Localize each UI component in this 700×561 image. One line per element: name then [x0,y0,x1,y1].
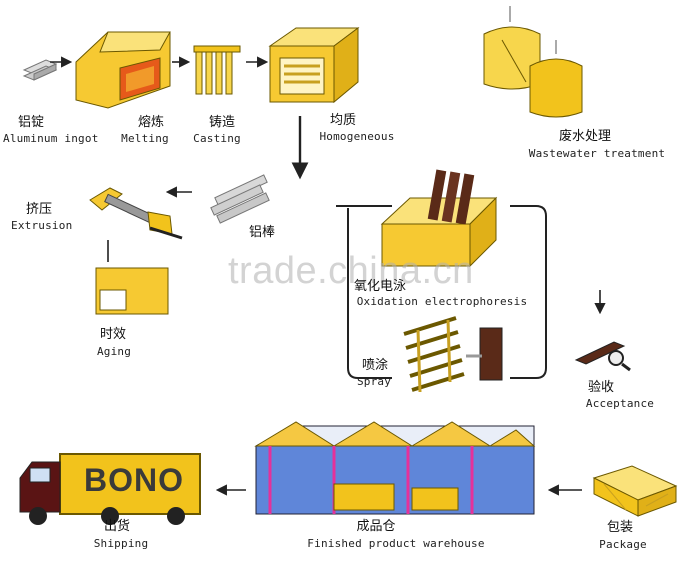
label-spray-zh: 喷涂 [361,358,389,373]
label-spray-en: Spray [356,375,392,388]
spray-rack-icon [403,316,503,393]
homogenizing-furnace-icon [268,27,360,104]
label-wastewater-zh: 废水处理 [558,129,612,144]
watermark-text: trade.china.cn [228,250,474,292]
label-acceptance-en: Acceptance [585,397,655,410]
wastewater-tanks-icon [483,6,583,118]
casting-rods-icon [193,45,241,95]
label-warehouse-zh: 成品仓 [356,519,396,534]
label-acceptance-zh: 验收 [587,380,615,395]
label-homogeneous-en: Homogeneous [319,130,395,143]
label-melting-en: Melting [121,132,169,145]
warehouse-building-icon [254,421,536,515]
label-shipping-zh: 出货 [103,519,131,534]
melting-furnace-icon [75,31,171,109]
truck-brand-text: BONO [84,462,184,498]
label-homogeneous-zh: 均质 [329,113,357,128]
label-oxidation-zh: 氧化电泳 [353,279,407,294]
aluminum-bar-bundle-icon [210,174,270,224]
aging-oven-icon [95,267,169,315]
aluminum-ingot-icon [22,59,58,81]
oxidation-tank-icon [380,169,498,268]
process-loop-frame [336,205,547,379]
label-extrusion-en: Extrusion [11,219,73,232]
label-casting-zh: 铸造 [208,115,236,130]
label-aging-en: Aging [96,345,132,358]
label-package-zh: 包装 [606,520,634,535]
flow-arrows [50,56,606,496]
extrusion-press-icon [89,187,183,240]
label-oxidation-en: Oxidation electrophoresis [356,295,528,308]
label-aging-zh: 时效 [99,327,127,342]
delivery-truck-icon [19,453,201,525]
label-casting-en: Casting [193,132,241,145]
label-ingot-en: Aluminum ingot [3,132,99,145]
inspection-magnifier-icon [574,341,631,372]
label-bar-zh: 铝棒 [249,225,276,240]
label-extrusion-zh: 挤压 [26,202,53,217]
label-ingot-zh: 铝锭 [18,115,45,130]
label-warehouse-en: Finished product warehouse [307,537,485,550]
label-melting-zh: 熔炼 [137,115,165,130]
label-shipping-en: Shipping [93,537,149,550]
package-pallet-icon [592,465,678,517]
label-wastewater-en: Wastewater treatment [528,147,666,160]
label-package-en: Package [599,538,647,551]
